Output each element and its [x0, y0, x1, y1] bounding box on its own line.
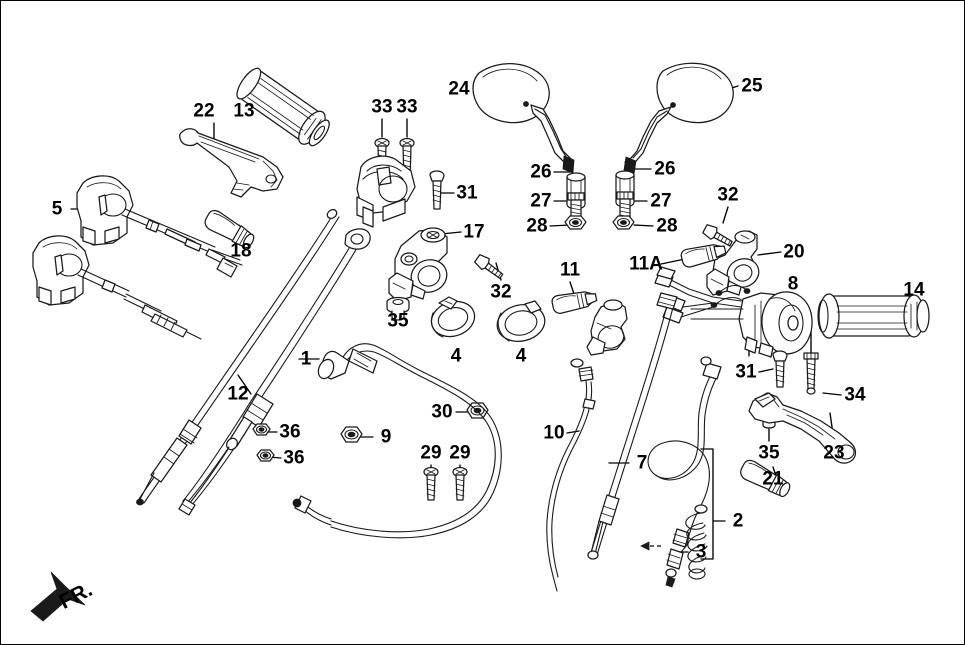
part-3-spring — [685, 504, 708, 580]
callout-11: 11 — [559, 259, 581, 281]
part-29b-screw — [452, 466, 468, 501]
part-32b-bolt — [702, 224, 733, 247]
part-left-switch-lower — [32, 235, 202, 340]
part-25-right-mirror — [612, 62, 734, 230]
fr-direction-arrow — [30, 571, 86, 622]
callout-31a: 31 — [456, 182, 478, 204]
callout-32a: 32 — [490, 281, 512, 303]
callout-36b: 36 — [283, 447, 305, 469]
callout-14: 14 — [903, 279, 925, 301]
part-32a-bolt — [474, 254, 504, 280]
callout-18: 18 — [230, 240, 252, 262]
callout-32b: 32 — [717, 184, 739, 206]
callout-35b: 35 — [758, 442, 780, 464]
part-4b-clamp — [496, 300, 546, 342]
part-2-cable-assembly — [647, 356, 722, 588]
callout-30: 30 — [431, 401, 453, 423]
callout-7: 7 — [636, 452, 648, 474]
callout-29a: 29 — [420, 442, 442, 464]
callout-25: 25 — [741, 75, 763, 97]
part-11-connector — [551, 291, 598, 314]
callout-4b: 4 — [515, 345, 527, 367]
part-12-clutch-cable — [136, 209, 340, 506]
callout-33a: 33 — [371, 96, 393, 118]
part-10-choke-cable — [546, 358, 596, 592]
part-29a-screw — [423, 466, 439, 501]
callout-36a: 36 — [279, 421, 301, 443]
callout-33b: 33 — [396, 96, 418, 118]
part-4a-clamp — [430, 296, 476, 338]
part-looping-cable — [292, 343, 502, 539]
callout-26a: 26 — [530, 161, 552, 183]
callout-11a: 11A — [629, 253, 663, 275]
callout-12: 12 — [227, 383, 249, 405]
part-17-bracket — [388, 227, 448, 302]
part-clutch-lever-holder — [356, 155, 416, 228]
callout-4a: 4 — [450, 345, 462, 367]
part-21-boot — [740, 459, 791, 498]
callout-9: 9 — [380, 426, 392, 448]
callout-26b: 26 — [654, 158, 676, 180]
callout-5: 5 — [51, 198, 63, 220]
part-36b-nut — [256, 449, 275, 462]
part-34-screw — [803, 352, 819, 395]
part-36a-nut — [252, 423, 271, 436]
part-11a-connector — [680, 244, 727, 268]
part-31b-bolt — [772, 350, 788, 388]
part-9-nut — [340, 426, 363, 443]
part-24-left-mirror — [472, 63, 587, 230]
part-18-boot — [204, 209, 255, 249]
part-5-left-switch-upper — [76, 175, 243, 278]
part-20-bracket — [706, 230, 760, 296]
callout-34: 34 — [844, 384, 866, 406]
part-22-clutch-lever — [179, 128, 284, 198]
callout-24: 24 — [448, 78, 470, 100]
callout-35a: 35 — [387, 310, 409, 332]
callout-27a: 27 — [530, 190, 552, 212]
callout-22: 22 — [193, 100, 215, 122]
part-23-brake-lever — [748, 392, 857, 464]
callout-10: 10 — [543, 422, 565, 444]
part-13-left-grip — [236, 67, 330, 147]
part-14-right-grip — [817, 293, 930, 339]
part-31a-bolt — [429, 170, 445, 210]
callout-28b: 28 — [656, 215, 678, 237]
part-1-throttle-cable — [178, 228, 371, 516]
callout-8: 8 — [787, 273, 799, 295]
callout-3: 3 — [695, 541, 707, 563]
callout-27b: 27 — [650, 190, 672, 212]
callout-1: 1 — [300, 348, 312, 370]
callout-21: 21 — [762, 468, 784, 490]
callout-23: 23 — [823, 442, 845, 464]
callout-17: 17 — [463, 221, 485, 243]
part-35a-nut — [386, 296, 410, 321]
callout-2: 2 — [732, 510, 744, 532]
part-8-throttle-housing — [690, 291, 813, 358]
callout-13: 13 — [233, 100, 255, 122]
callout-31b: 31 — [735, 361, 757, 383]
callout-20: 20 — [783, 241, 805, 263]
part-7-speedo-cable — [587, 292, 678, 560]
callout-28a: 28 — [526, 215, 548, 237]
callout-29b: 29 — [449, 442, 471, 464]
part-small-bracket — [586, 299, 628, 356]
